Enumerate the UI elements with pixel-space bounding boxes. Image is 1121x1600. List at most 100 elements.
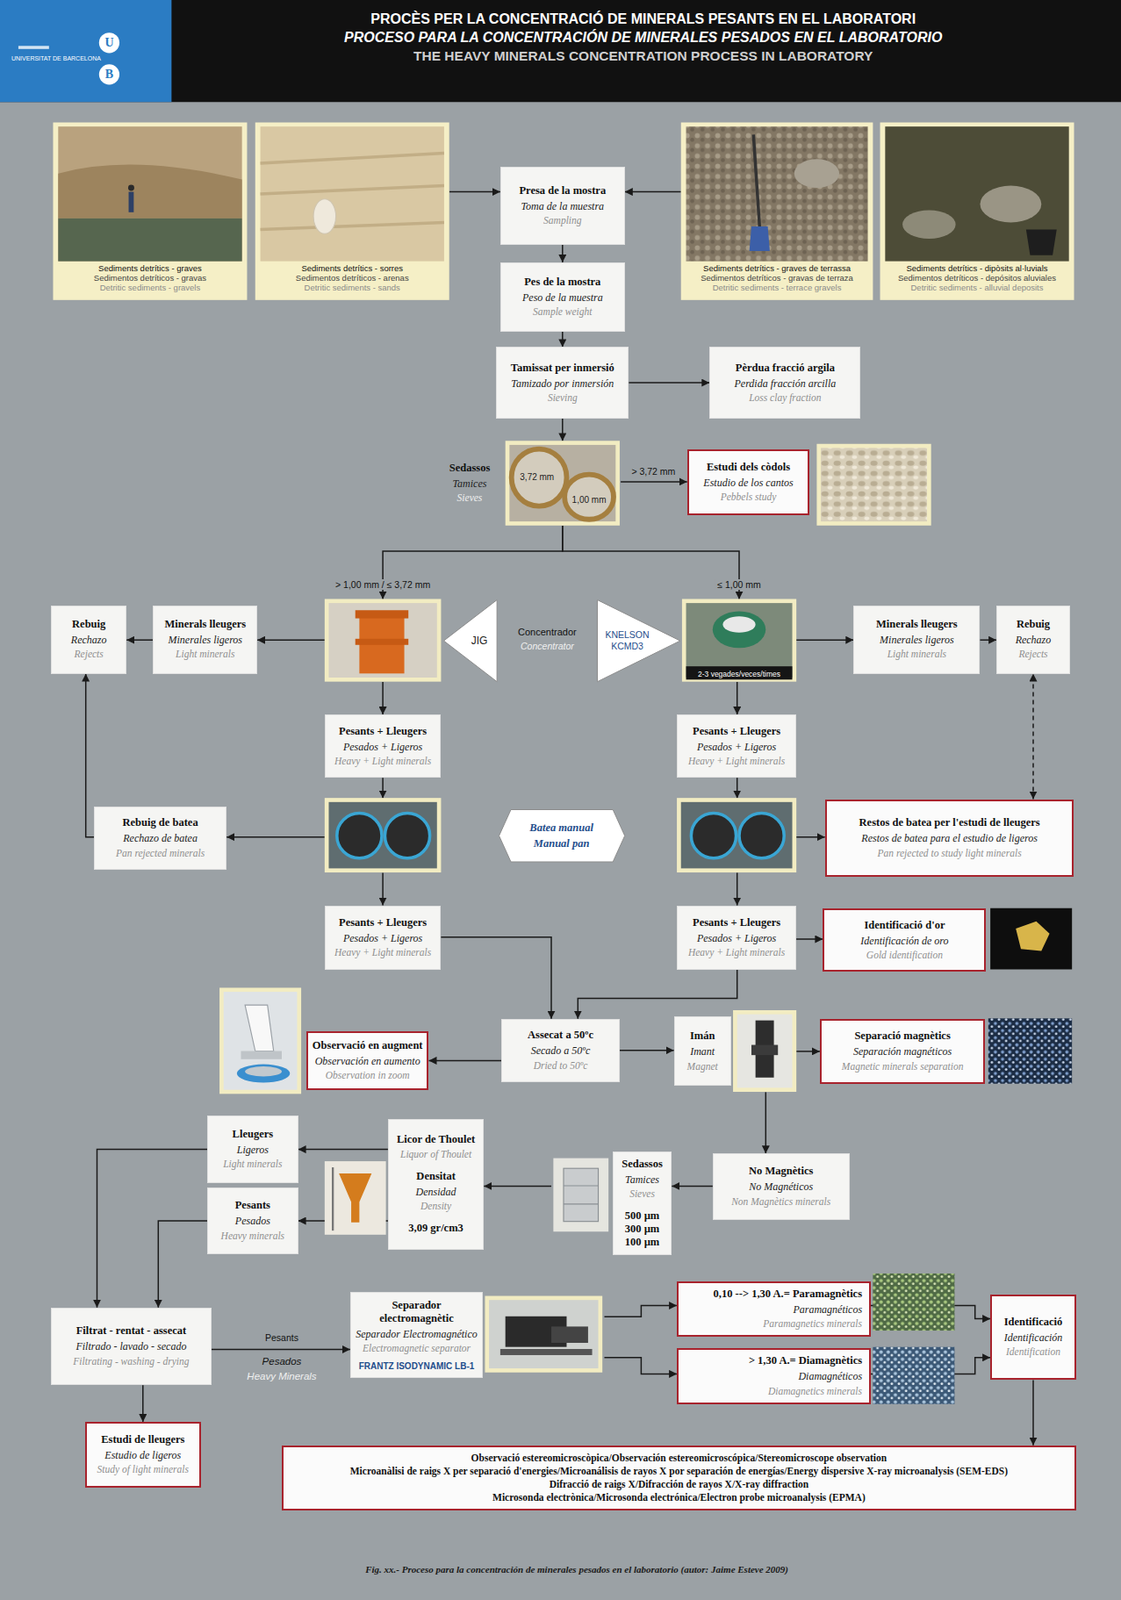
node-text: Detritic sediments - gravels bbox=[54, 283, 245, 294]
text-area: JIG bbox=[443, 599, 498, 683]
flow-arrow bbox=[604, 1306, 678, 1318]
text-area: Tamissat per inmersióTamizado por inmers… bbox=[495, 346, 629, 418]
flow-arrow bbox=[561, 244, 564, 263]
photo-thoulet-funnel bbox=[324, 1161, 387, 1236]
node-text: Observació en augment bbox=[311, 1039, 424, 1053]
text-area: PesantsPesadosHeavy minerals bbox=[207, 1187, 299, 1256]
photo-sieve-stack bbox=[553, 1158, 609, 1233]
sieve-label: SedassosTamicesSieves bbox=[437, 440, 621, 526]
process-box: Licor de ThouletLiquor of ThouletDensita… bbox=[388, 1119, 484, 1251]
node-text: Pebbels study bbox=[692, 491, 805, 504]
node-text: Heavy + Light minerals bbox=[329, 947, 438, 960]
photo-gravels bbox=[57, 165, 242, 219]
photo-magnet bbox=[737, 1014, 793, 1089]
node-text: Pesants + Lleugers bbox=[329, 725, 438, 739]
result-box: Separació magnèticsSeparación magnéticos… bbox=[819, 1019, 985, 1085]
title: PROCÈS PER LA CONCENTRACIÓ DE MINERALS P… bbox=[370, 11, 916, 28]
photo-jig bbox=[324, 598, 442, 682]
node-text: Pesados + Ligeros bbox=[681, 740, 792, 754]
text-area: Minerals lleugersMinerales ligerosLight … bbox=[152, 605, 258, 675]
node-text: Estudi dels còdols bbox=[692, 460, 805, 475]
node-text: Sediments detrítics - graves bbox=[54, 264, 245, 274]
node-text: Detritic sediments - alluvial deposits bbox=[882, 283, 1073, 294]
node-text: KNELSON KCMD3 bbox=[599, 629, 654, 652]
process-box: Separador electromagnèticSeparador Elect… bbox=[350, 1292, 605, 1379]
node-text: Pesants + Lleugers bbox=[681, 725, 792, 739]
text-area: Sediments detrítics - sorresSedimentos d… bbox=[255, 262, 450, 304]
node-text: Filtrado - lavado - secado bbox=[55, 1340, 208, 1353]
node-text: Microsonda electrònica/Microsonda electr… bbox=[287, 1491, 1071, 1505]
text-group: 0,10 --> 1,30 A.= ParamagnèticsParamagné… bbox=[682, 1287, 863, 1331]
flow-arrow bbox=[440, 937, 552, 1020]
text-group: Filtrat - rentat - assecatFiltrado - lav… bbox=[55, 1324, 208, 1368]
node-text: Tamissat per inmersió bbox=[500, 361, 625, 375]
photo-alluvial-deposits bbox=[902, 210, 956, 240]
node-text: Observación en aumento bbox=[311, 1055, 424, 1068]
node-text: Light minerals bbox=[857, 648, 976, 662]
node-text: Microanàlisi de raigs X per separació d'… bbox=[287, 1465, 1071, 1479]
text-area: Licor de ThouletLiquor of ThouletDensita… bbox=[388, 1119, 484, 1251]
node-text: Pesados + Ligeros bbox=[681, 932, 792, 945]
node-text: Identificación de oro bbox=[827, 934, 981, 948]
triangle-outline bbox=[443, 599, 498, 683]
concentrator-label: Concentrador bbox=[517, 626, 577, 638]
photo-gravels bbox=[128, 184, 135, 191]
photo-paramagnetic-minerals bbox=[872, 1273, 955, 1331]
flow-arrow bbox=[736, 682, 739, 715]
result-box: Observació estereomicroscòpica/Observaci… bbox=[281, 1445, 1077, 1511]
photo-frantz-separator bbox=[551, 1326, 589, 1344]
node-text: Observation in zoom bbox=[311, 1070, 424, 1083]
subtitle: THE HEAVY MINERALS CONCENTRATION PROCESS… bbox=[413, 48, 873, 65]
node-text: Imán bbox=[678, 1029, 727, 1043]
text-area: Separador electromagnèticSeparador Elect… bbox=[350, 1292, 483, 1379]
node-text: No Magnètics bbox=[717, 1164, 846, 1179]
node-text: Separació magnètics bbox=[825, 1029, 980, 1043]
pan-hexagon: Batea manualManual pan bbox=[324, 797, 797, 873]
photo-jig bbox=[324, 598, 442, 682]
flow-arrow bbox=[671, 1185, 713, 1188]
text-area: Batea manualManual pan bbox=[498, 809, 626, 863]
text-area: No MagnèticsNo MagnéticosNon Magnètics m… bbox=[712, 1153, 850, 1221]
node-text: Assecat a 50ºc bbox=[505, 1028, 616, 1042]
process-box: RebuigRechazoRejects bbox=[996, 605, 1071, 675]
node-text: Rebuig bbox=[1000, 617, 1066, 632]
result-box: 0,10 --> 1,30 A.= ParamagnèticsParamagné… bbox=[676, 1281, 871, 1337]
node-text: Sieves bbox=[440, 492, 499, 505]
photo-magnetic-minerals bbox=[988, 1018, 1072, 1084]
node-text: Identificació bbox=[995, 1315, 1071, 1330]
node-text: Paramagnéticos bbox=[682, 1303, 863, 1316]
node-text: 500 µm 300 µm 100 µm bbox=[617, 1209, 668, 1250]
photo-terrace-gravels bbox=[681, 122, 874, 301]
photo-sieves bbox=[511, 449, 568, 507]
photo-caption-panel: Sediments detrítics - sorresSedimentos d… bbox=[255, 122, 450, 304]
node-text: Manual pan bbox=[509, 837, 615, 851]
node-text: Detritic sediments - terrace gravels bbox=[682, 283, 872, 294]
text-area: Sediments detrítics - dipòsits al·luvial… bbox=[880, 262, 1075, 304]
text-area: Pesants + LleugersPesados + LigerosHeavy… bbox=[676, 905, 797, 971]
flow-arrow bbox=[226, 836, 325, 839]
text-area: Filtrat - rentat - assecatFiltrado - lav… bbox=[50, 1307, 212, 1386]
photo-knelson bbox=[682, 598, 797, 682]
text-group: Sediments detrítics - gravesSedimentos d… bbox=[54, 264, 245, 294]
photo-pans bbox=[337, 813, 382, 859]
photo-pans bbox=[739, 813, 784, 859]
text-area: Identificació d'orIdentificación de oroG… bbox=[822, 908, 986, 972]
photo-knelson bbox=[722, 616, 755, 633]
node-text: Sedimentos detríticos - gravas de terraz… bbox=[682, 273, 872, 284]
flow-arrow bbox=[562, 525, 740, 600]
flow-arrow bbox=[429, 1060, 503, 1063]
node-text: Estudio de ligeros bbox=[90, 1449, 197, 1462]
text-area: Sediments detrítics - gravesSedimentos d… bbox=[52, 262, 247, 304]
node-text: Minerals lleugers bbox=[857, 617, 976, 632]
photo-jig bbox=[355, 639, 409, 646]
node-text: Restos de batea para el estudio de liger… bbox=[830, 832, 1070, 845]
triangle-outline bbox=[443, 599, 497, 682]
photo-jig bbox=[355, 610, 409, 618]
text-group: Batea manualManual pan bbox=[509, 821, 615, 851]
text-group: Minerals lleugersMinerales ligerosLight … bbox=[857, 617, 976, 662]
text-group: Restos de batea per l'estudi de lleugers… bbox=[830, 816, 1070, 860]
flow-arrow bbox=[619, 1049, 675, 1052]
process-box: ImánImantMagnet bbox=[674, 1010, 798, 1093]
node-text: Filtrating - washing - drying bbox=[55, 1356, 208, 1369]
